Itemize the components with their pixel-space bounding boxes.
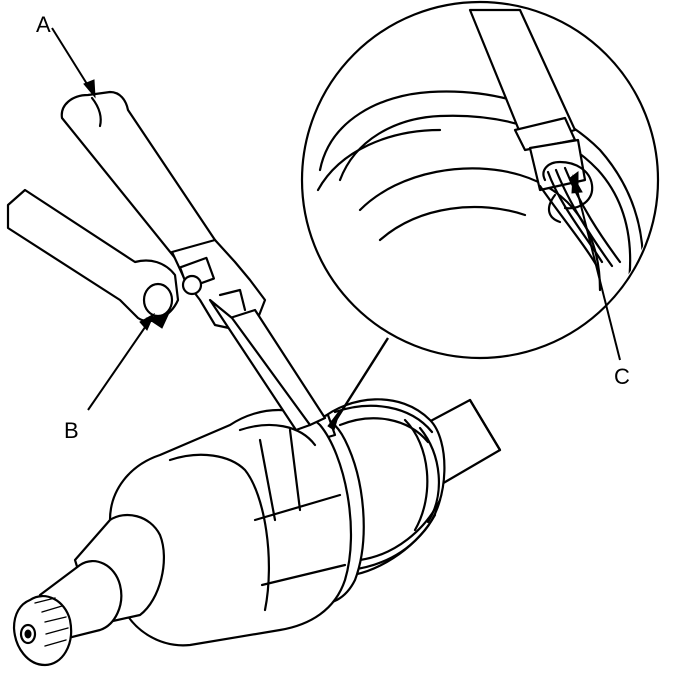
callout-leader-c xyxy=(571,174,621,361)
wrench-b xyxy=(6,188,180,329)
pliers-handle-a xyxy=(60,90,217,260)
magnified-detail xyxy=(300,0,660,360)
label-a: A xyxy=(36,12,51,37)
leader-to-magnifier xyxy=(327,337,390,431)
joint-housing xyxy=(108,409,353,647)
label-c: C xyxy=(614,364,630,389)
callout-leader-b xyxy=(87,312,156,411)
stub-shaft xyxy=(12,513,165,667)
callout-leader-a xyxy=(51,27,96,99)
label-b: B xyxy=(64,418,79,443)
pliers-jaws xyxy=(170,238,327,432)
